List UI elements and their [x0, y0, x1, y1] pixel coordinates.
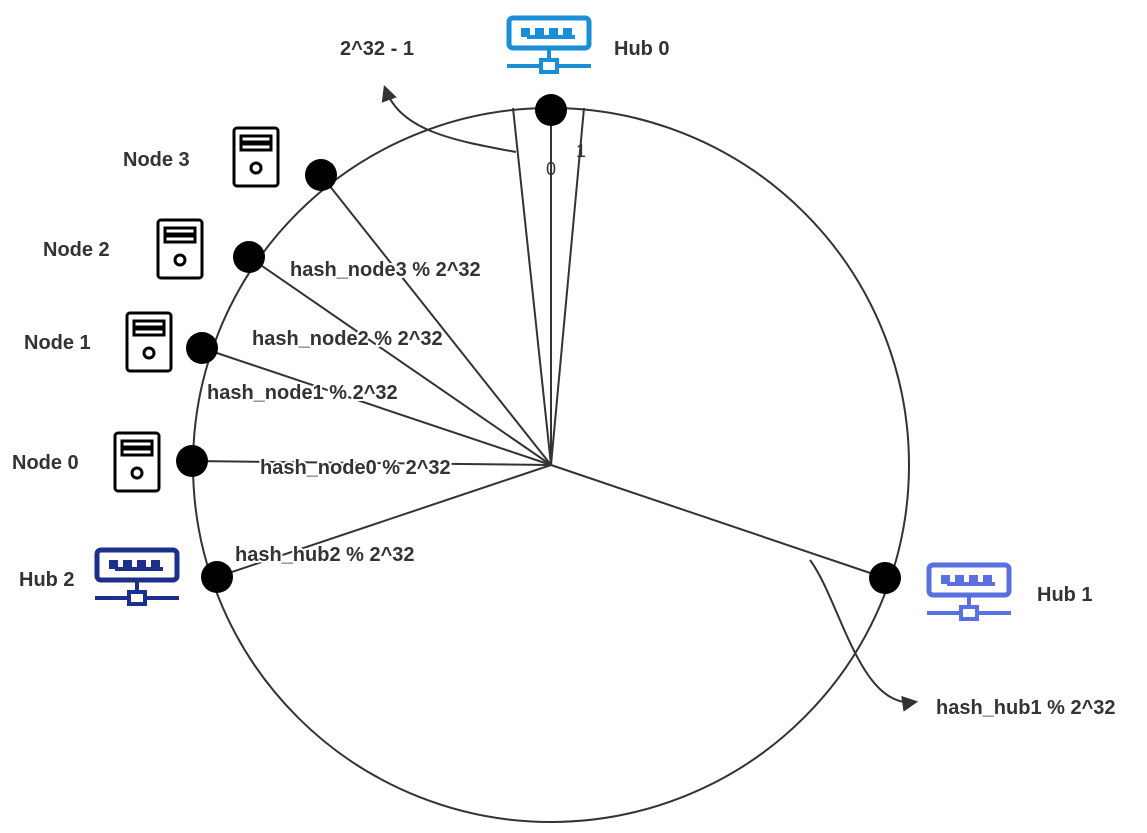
node0-label: Node 0: [12, 452, 79, 474]
node3-hash-label: hash_node3 % 2^32: [290, 259, 481, 281]
node1-server-icon: [125, 311, 173, 373]
node1-hash-label: hash_node1 % 2^32: [207, 382, 398, 404]
arrow-to-max-label: [381, 84, 517, 153]
spoke-hub1: [550, 464, 886, 579]
node1-point: [186, 332, 218, 364]
hub2-point: [201, 561, 233, 593]
node0-point: [176, 445, 208, 477]
hub2-network-switch-icon: [95, 550, 179, 604]
tick-zero-label: 0: [546, 159, 556, 179]
node0-server-icon: [113, 431, 161, 493]
node3-point: [305, 159, 337, 191]
spoke-node1: [201, 347, 552, 466]
arrow-to-hub1-hash: [809, 559, 919, 712]
hub1-network-switch-icon: [927, 565, 1011, 619]
node0-hash-label: hash_node0 % 2^32: [260, 457, 451, 479]
spoke-node3: [320, 174, 552, 466]
spoke-hub2: [216, 464, 552, 578]
hub1-hash-label: hash_hub1 % 2^32: [936, 697, 1116, 719]
node3-server-icon: [232, 126, 280, 188]
hub0-label: Hub 0: [614, 38, 670, 60]
hub1-label: Hub 1: [1037, 584, 1093, 606]
node2-server-icon: [156, 218, 204, 280]
hub0-point: [535, 94, 567, 126]
hub0-network-switch-icon: [507, 18, 591, 72]
spoke-node0: [191, 460, 552, 466]
spoke-max-left: [512, 107, 552, 466]
spoke-node2: [248, 256, 552, 466]
hub2-hash-label: hash_hub2 % 2^32: [235, 544, 415, 566]
max-value-label: 2^32 - 1: [340, 38, 414, 60]
node2-label: Node 2: [43, 239, 110, 261]
node2-hash-label: hash_node2 % 2^32: [252, 328, 443, 350]
node2-point: [233, 241, 265, 273]
tick-one-label: 1: [576, 141, 586, 161]
node1-label: Node 1: [24, 332, 91, 354]
hub1-point: [869, 562, 901, 594]
hub2-label: Hub 2: [19, 569, 75, 591]
node3-label: Node 3: [123, 149, 190, 171]
spoke-one-right: [550, 107, 585, 466]
